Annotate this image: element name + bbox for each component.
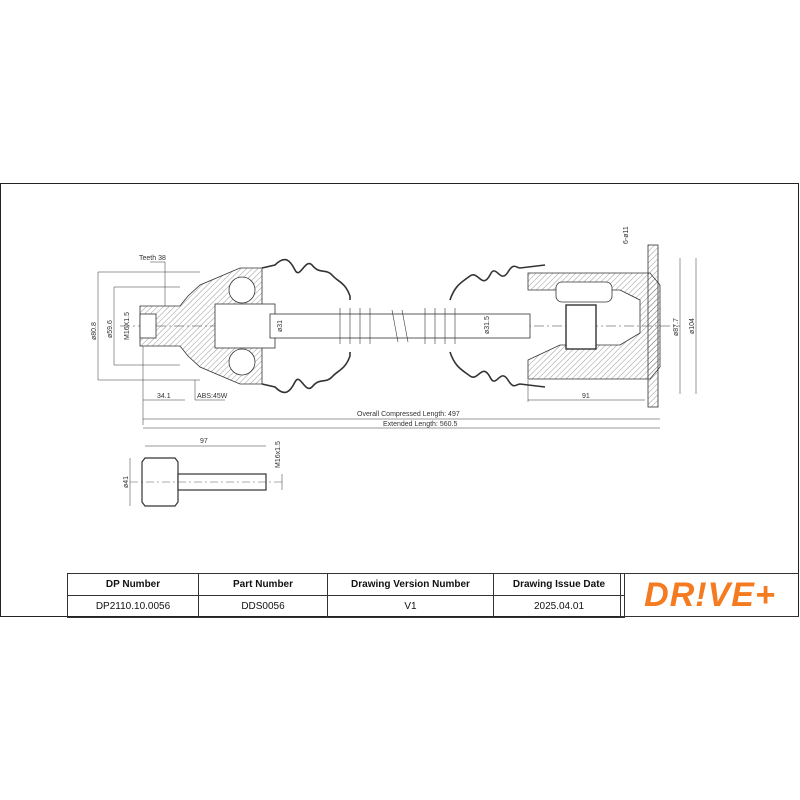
logo-text: DR!VE+ xyxy=(644,575,776,614)
overall-length: Overall Compressed Length: 497 xyxy=(357,411,460,418)
dim-34-1: 34.1 xyxy=(157,393,171,400)
left-boot xyxy=(261,258,351,394)
teeth-label: Teeth 38 xyxy=(139,255,166,262)
dim-d31: ø31 xyxy=(277,320,284,332)
extended-length: Extended Length: 560.5 xyxy=(383,421,457,428)
bolt-thread: M16x1.5 xyxy=(275,441,282,468)
part-number-value: DDS0056 xyxy=(198,595,328,618)
dim-d104: ø104 xyxy=(689,318,696,334)
dp-number-value: DP2110.10.0056 xyxy=(67,595,199,618)
title-block: DP Number Part Number Drawing Version Nu… xyxy=(67,573,625,618)
header-issue-date: Drawing Issue Date xyxy=(493,573,625,596)
dim-d87-7: ø87.7 xyxy=(673,318,680,336)
right-boot xyxy=(449,264,546,388)
dim-holes: 6-ø11 xyxy=(623,226,630,244)
dim-d31-5: ø31.5 xyxy=(484,316,491,334)
bolt-drawing xyxy=(129,445,285,507)
header-part-number: Part Number xyxy=(198,573,328,596)
dim-m16-left: M16X1.5 xyxy=(124,312,131,340)
bolt-length: 97 xyxy=(200,438,208,445)
brand-logo: DR!VE+ xyxy=(620,573,799,617)
shaft xyxy=(269,313,531,339)
abs-label: ABS:45W xyxy=(197,393,228,400)
flange xyxy=(647,244,659,408)
header-dp-number: DP Number xyxy=(67,573,199,596)
dim-91: 91 xyxy=(582,393,590,400)
dim-d59-6: ø59.6 xyxy=(107,320,114,338)
dim-d80-8: ø80.8 xyxy=(91,322,98,340)
header-drawing-version: Drawing Version Number xyxy=(327,573,494,596)
drawing-version-value: V1 xyxy=(327,595,494,618)
issue-date-value: 2025.04.01 xyxy=(493,595,625,618)
bolt-diameter: ø41 xyxy=(123,476,130,488)
